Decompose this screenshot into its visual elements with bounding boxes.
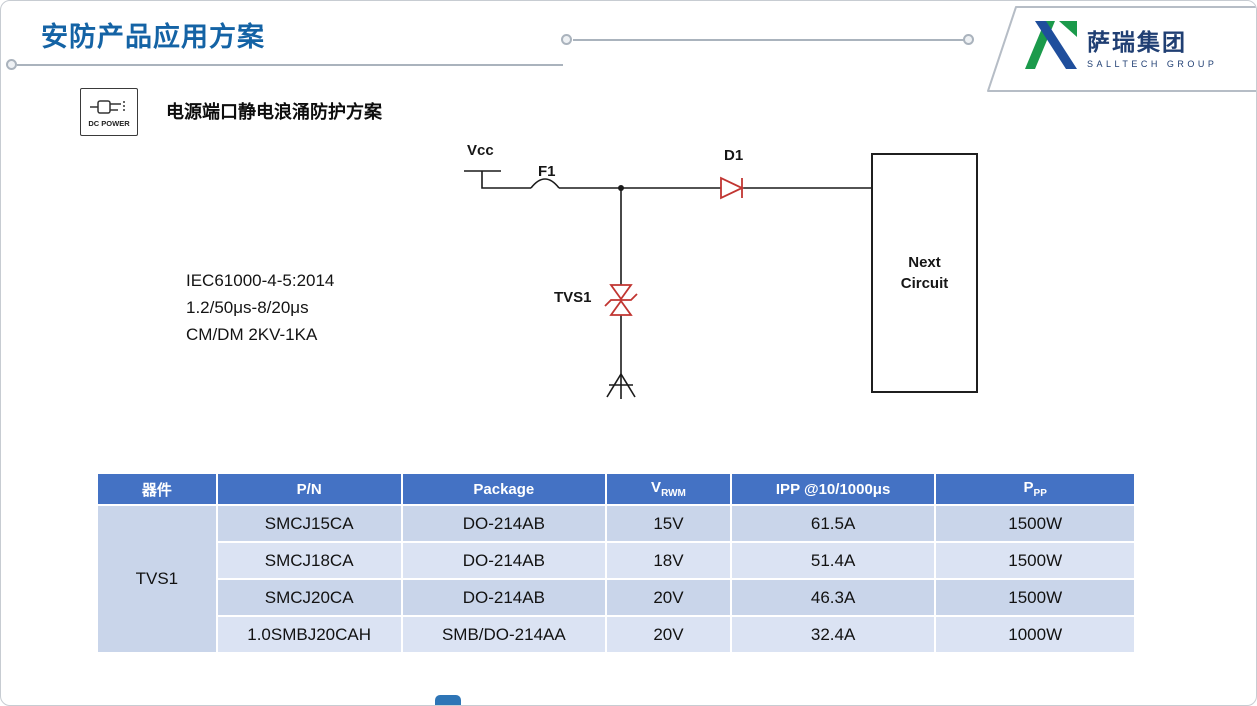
logo-text: 萨瑞集团 SALLTECH GROUP bbox=[1087, 23, 1217, 69]
cell-ipp: 32.4A bbox=[729, 615, 937, 654]
logo-company-name: 萨瑞集团 bbox=[1087, 29, 1187, 55]
page-title: 安防产品应用方案 bbox=[41, 22, 265, 52]
decorative-dot-right bbox=[963, 34, 974, 45]
section-heading: 电源端口静电浪涌防护方案 bbox=[166, 102, 382, 122]
cell-vrwm: 18V bbox=[605, 541, 732, 580]
cell-pn: SMCJ15CA bbox=[215, 504, 403, 543]
cell-vrwm: 20V bbox=[605, 578, 732, 617]
cell-ipp: 61.5A bbox=[729, 504, 937, 543]
logo-mark-icon bbox=[1025, 21, 1077, 69]
table-row: SMCJ18CA DO-214AB 18V 51.4A 1500W bbox=[97, 541, 1136, 580]
dc-power-badge: DC POWER bbox=[80, 88, 138, 136]
dc-power-label: DC POWER bbox=[88, 118, 130, 128]
cell-ppp: 1500W bbox=[934, 541, 1136, 580]
logo-group-name: SALLTECH GROUP bbox=[1087, 59, 1218, 69]
cell-pn: SMCJ18CA bbox=[215, 541, 403, 580]
header-device: 器件 bbox=[96, 472, 218, 506]
header-vrwm-sub: RWM bbox=[661, 488, 686, 499]
cell-pn: SMCJ20CA bbox=[215, 578, 403, 617]
ground-symbol bbox=[606, 373, 636, 399]
table-row: TVS1 SMCJ15CA DO-214AB 15V 61.5A 1500W bbox=[96, 504, 1136, 654]
cell-vrwm: 20V bbox=[605, 615, 732, 654]
tvs-label: TVS1 bbox=[554, 289, 592, 306]
decorative-dot-left bbox=[6, 59, 17, 70]
table-row: 1.0SMBJ20CAH SMB/DO-214AA 20V 32.4A 1000… bbox=[97, 615, 1136, 654]
cell-ipp: 51.4A bbox=[729, 541, 937, 580]
tvs-selection-table: 器件 P/N Package VRWM IPP @10/1000μs PPP T… bbox=[96, 472, 1136, 654]
cell-ppp: 1500W bbox=[934, 504, 1136, 543]
diode-symbol bbox=[720, 176, 745, 200]
header-ppp-main: P bbox=[1023, 479, 1034, 496]
table-header-row: 器件 P/N Package VRWM IPP @10/1000μs PPP bbox=[96, 472, 1136, 506]
next-circuit-line2: Circuit bbox=[900, 275, 949, 292]
decorative-dot-middle bbox=[561, 34, 572, 45]
header-ppp: PPP bbox=[934, 472, 1136, 506]
device-cell: TVS1 bbox=[96, 504, 218, 654]
cell-ppp: 1000W bbox=[934, 615, 1136, 654]
header-ppp-sub: PP bbox=[1033, 488, 1047, 499]
diode-label: D1 bbox=[724, 147, 744, 164]
decorative-line-upper bbox=[573, 39, 965, 41]
cell-package: DO-214AB bbox=[400, 504, 608, 543]
header-vrwm-main: V bbox=[651, 479, 662, 496]
cell-pn: 1.0SMBJ20CAH bbox=[215, 615, 403, 654]
junction-dot bbox=[618, 185, 624, 191]
header-vrwm: VRWM bbox=[605, 472, 732, 506]
footer-accent-bar bbox=[435, 695, 461, 705]
tvs-symbol bbox=[604, 284, 638, 316]
standard-line-1: IEC61000-4-5:2014 bbox=[186, 271, 335, 290]
standard-line-2: 1.2/50μs-8/20μs bbox=[186, 298, 309, 317]
company-logo: 萨瑞集团 SALLTECH GROUP bbox=[1023, 19, 1217, 73]
header-pn: P/N bbox=[215, 472, 403, 506]
circuit-diagram bbox=[464, 170, 872, 399]
next-circuit-box: Next Circuit bbox=[871, 153, 978, 393]
cell-vrwm: 15V bbox=[605, 504, 732, 543]
vcc-label: Vcc bbox=[467, 142, 494, 159]
next-circuit-line1: Next bbox=[908, 254, 941, 271]
cell-package: DO-214AB bbox=[400, 578, 608, 617]
cell-package: DO-214AB bbox=[400, 541, 608, 580]
standard-line-3: CM/DM 2KV-1KA bbox=[186, 325, 318, 344]
dc-power-icon bbox=[90, 99, 125, 114]
header-ipp: IPP @10/1000μs bbox=[729, 472, 937, 506]
header-package: Package bbox=[400, 472, 608, 506]
cell-ipp: 46.3A bbox=[729, 578, 937, 617]
cell-package: SMB/DO-214AA bbox=[400, 615, 608, 654]
cell-ppp: 1500W bbox=[934, 578, 1136, 617]
decorative-line-lower bbox=[17, 64, 563, 66]
corner-banner bbox=[987, 6, 1256, 92]
table-row: SMCJ20CA DO-214AB 20V 46.3A 1500W bbox=[97, 578, 1136, 617]
fuse-label: F1 bbox=[538, 163, 556, 180]
standard-text: IEC61000-4-5:2014 1.2/50μs-8/20μs CM/DM … bbox=[186, 267, 334, 348]
fuse-symbol bbox=[530, 178, 560, 189]
